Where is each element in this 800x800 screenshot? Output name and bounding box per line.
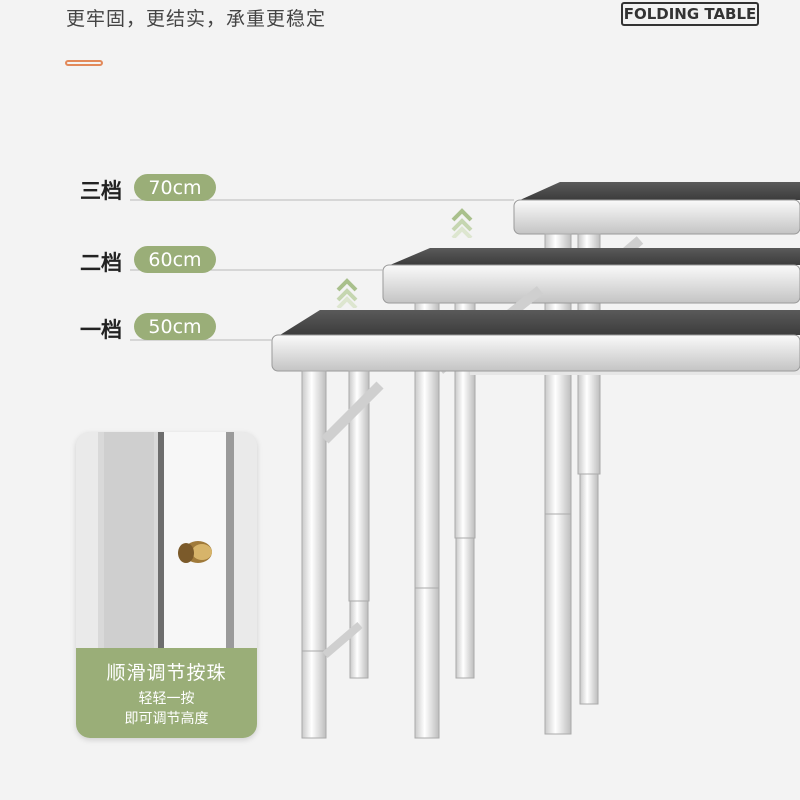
level-70cm: 三档 70cm (62, 172, 222, 203)
level-label: 一档 (80, 318, 122, 342)
level-height-pill: 70cm (134, 174, 216, 201)
adjust-button-closeup (76, 432, 257, 648)
brand-badge: FOLDING TABLE (621, 2, 759, 26)
double-chevron-up-icon (336, 278, 358, 308)
level-height-pill: 50cm (134, 313, 216, 340)
detail-subtitle-1: 轻轻一按 (138, 691, 195, 707)
level-60cm: 二档 60cm (62, 244, 222, 275)
accent-underline (65, 60, 103, 66)
detail-caption: 顺滑调节按珠 轻轻一按 即可调节高度 (76, 648, 257, 738)
headline: 更牢固，更结实，承重更稳定 (66, 8, 327, 30)
detail-title: 顺滑调节按珠 (106, 662, 227, 684)
table-50cm (271, 310, 800, 739)
level-label: 三档 (80, 179, 122, 203)
level-50cm: 一档 50cm (62, 311, 222, 342)
detail-subtitle-2: 即可调节高度 (124, 711, 209, 727)
double-chevron-up-icon (451, 208, 473, 238)
level-label: 二档 (80, 251, 122, 275)
button-detail-card: 顺滑调节按珠 轻轻一按 即可调节高度 (76, 432, 257, 738)
level-height-pill: 60cm (134, 246, 216, 273)
